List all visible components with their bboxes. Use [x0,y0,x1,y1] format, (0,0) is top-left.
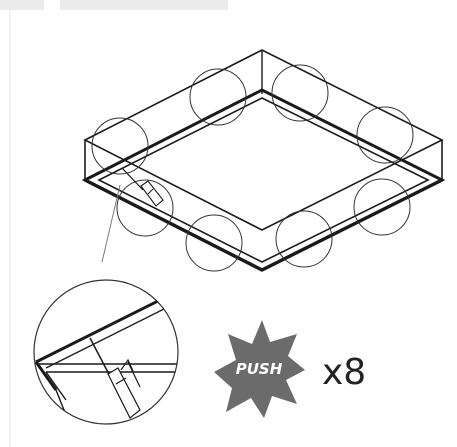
clip-markers [91,64,414,272]
push-label: PUSH [236,360,283,378]
screwdriver-icon [121,167,164,207]
clip-circle [185,214,243,272]
callout-leader-line [101,184,121,263]
frame-bottom-inner [97,97,430,263]
starburst-badge-icon [214,320,305,418]
frame-top-rim [83,49,444,231]
clip-count-label: x8 [322,352,366,393]
frame-front-edge [84,178,443,272]
arrow-up-icon [120,358,141,388]
clip-circle [356,106,414,164]
tab-bar-left [0,0,44,10]
clip-circle [275,210,333,268]
clip-circle [353,178,411,236]
clip-circle [189,68,247,126]
clip-circle [91,117,149,175]
clip-circle [271,64,329,122]
panel-frame [81,49,446,272]
detail-zoom-circle [33,279,179,425]
screwdriver-icon [89,337,141,419]
push-badge: PUSH [214,320,305,418]
tab-bar-right [60,0,228,10]
clip-circle [116,179,174,237]
